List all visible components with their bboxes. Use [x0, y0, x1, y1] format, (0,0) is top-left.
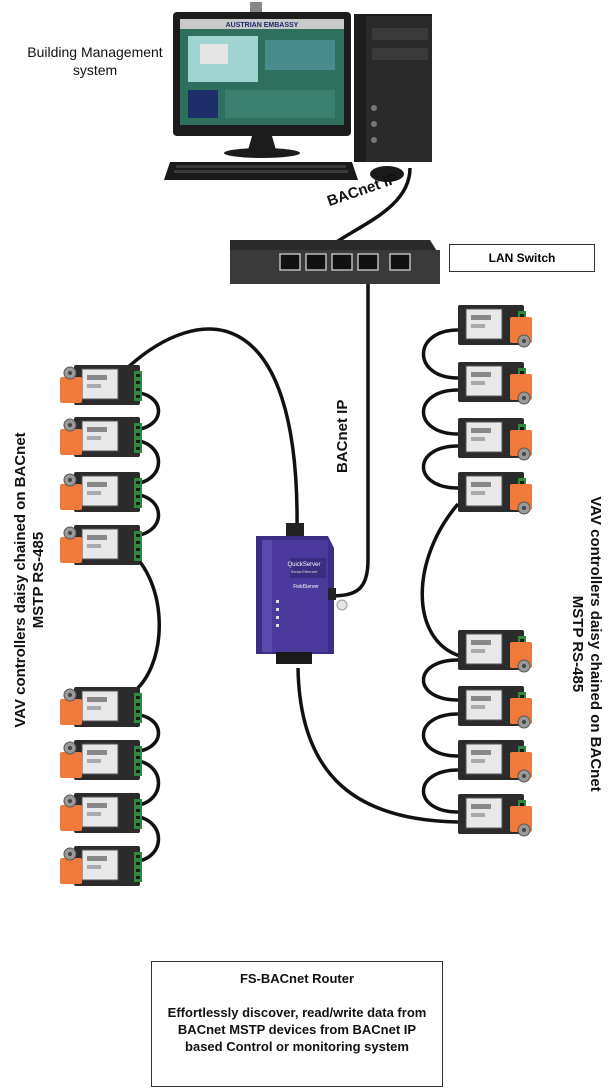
- vav-controller: [60, 793, 142, 833]
- vav-controller: [458, 472, 532, 514]
- cable-right-loop-3: [421, 444, 459, 490]
- vav-controller: [60, 472, 142, 512]
- bms-label: Building Management system: [27, 44, 163, 78]
- vav-controller: [60, 687, 142, 727]
- cable-right-loop-5: [421, 712, 459, 758]
- vav-controller: [458, 630, 532, 672]
- vav-controller: [458, 794, 532, 836]
- cable-router-to-left-bus: [123, 327, 299, 531]
- cable-left-group-link: [124, 546, 161, 698]
- router-brand: QuickServer: [287, 562, 320, 568]
- vav-controller: [458, 740, 532, 782]
- mouse: [370, 166, 404, 182]
- vav-controller: [60, 365, 142, 405]
- quickserver-router: QuickServer Serial-Ethernet FieldServer: [256, 523, 348, 664]
- cable-right-loop-1: [421, 328, 459, 380]
- vav-controller: [458, 362, 532, 404]
- router-info-description: Effortlessly discover, read/write data f…: [167, 1005, 427, 1054]
- router-subtitle: Serial-Ethernet: [291, 569, 319, 574]
- vav-controller: [60, 740, 142, 780]
- router-maker: FieldServer: [293, 584, 319, 590]
- cable-right-loop-6: [421, 768, 459, 814]
- bacnet-ip-label-mid: BACnet IP: [334, 399, 351, 473]
- computer: AUSTRIAN EMBASSY: [164, 2, 432, 182]
- left-vav-group-1: [60, 365, 142, 565]
- lan-switch: [230, 240, 440, 284]
- cable-router-to-right-bus: [296, 667, 459, 824]
- vav-controller: [458, 418, 532, 460]
- vav-controller: [60, 846, 142, 886]
- vav-right-label: VAV controllers daisy chained on BACnet …: [569, 496, 604, 792]
- vav-controller: [458, 686, 532, 728]
- router-info-box: FS-BACnet Router Effortlessly discover, …: [151, 961, 443, 1087]
- cable-right-group-link: [420, 502, 461, 658]
- right-vav-group-1: [458, 305, 532, 514]
- router-info-title: FS-BACnet Router: [239, 971, 355, 986]
- cable-switch-to-router: [329, 262, 370, 598]
- vav-left-label: VAV controllers daisy chained on BACnet …: [12, 432, 47, 728]
- monitor-screen-title: AUSTRIAN EMBASSY: [226, 22, 299, 29]
- vav-controller: [60, 417, 142, 457]
- left-vav-group-2: [60, 687, 142, 886]
- vav-controller: [60, 525, 142, 565]
- cable-right-loop-4: [421, 658, 459, 702]
- lan-switch-label: LAN Switch: [449, 244, 595, 272]
- right-vav-group-2: [458, 630, 532, 836]
- vav-controller: [458, 305, 532, 347]
- cable-right-loop-2: [421, 388, 459, 436]
